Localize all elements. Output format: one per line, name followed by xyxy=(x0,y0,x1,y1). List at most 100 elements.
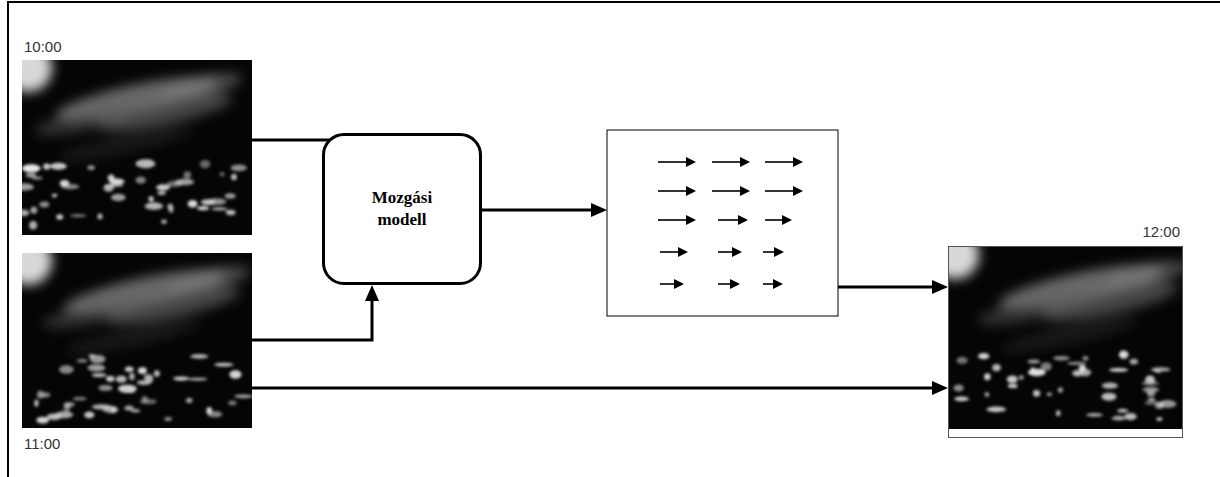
satellite-image: 12:00 xyxy=(948,246,1183,438)
cloud-speck xyxy=(118,385,137,393)
cloud-speck xyxy=(144,374,153,380)
satellite-ground xyxy=(22,60,252,235)
satellite-picture xyxy=(22,253,252,428)
cloud-speck xyxy=(135,159,155,168)
cloud-haze-band xyxy=(1103,255,1182,294)
cloud-speck xyxy=(1056,410,1061,416)
cloud-speck xyxy=(200,160,211,168)
flow-arrow xyxy=(482,209,597,212)
cloud-speck xyxy=(1144,400,1159,405)
cloud-speck xyxy=(229,370,241,378)
cloud-speck xyxy=(225,193,236,199)
motion-vector xyxy=(718,283,733,285)
cloud-speck xyxy=(190,354,208,359)
cloud-blob xyxy=(949,247,979,279)
cloud-speck xyxy=(1058,387,1063,393)
flow-connector xyxy=(252,295,372,340)
cloud-speck xyxy=(43,163,50,169)
cloud-speck xyxy=(231,164,247,171)
cloud-speck xyxy=(226,210,236,216)
cloud-speck xyxy=(214,363,233,367)
cloud-speck xyxy=(197,206,209,210)
cloud-speck xyxy=(148,196,153,201)
cloud-speck xyxy=(84,411,94,418)
cloud-speck xyxy=(59,365,74,373)
cloud-speck xyxy=(111,194,125,201)
cloud-speck xyxy=(212,207,228,210)
cloud-speck xyxy=(98,214,103,220)
flow-connector xyxy=(252,387,938,390)
cloud-speck xyxy=(208,411,222,417)
cloud-speck xyxy=(1007,375,1018,383)
cloud-speck xyxy=(1041,362,1052,371)
cloud-speck xyxy=(1019,375,1024,379)
cloud-speck xyxy=(1082,356,1088,361)
process-box: Mozgási modell xyxy=(322,133,482,285)
cloud-speck xyxy=(161,219,167,223)
satellite-image: 10:00 xyxy=(22,60,252,235)
cloud-speck xyxy=(1033,390,1040,397)
cloud-speck xyxy=(109,179,125,185)
motion-vector xyxy=(712,190,743,192)
outer-frame xyxy=(8,2,1220,477)
cloud-speck xyxy=(124,405,133,410)
cloud-speck xyxy=(985,392,990,397)
cloud-speck xyxy=(156,184,170,190)
cloud-speck xyxy=(1086,413,1103,416)
cloud-speck xyxy=(87,364,105,371)
cloud-specks xyxy=(953,351,1176,421)
cloud-speck xyxy=(129,373,135,381)
cloud-speck xyxy=(103,406,119,413)
cloud-speck xyxy=(26,173,36,178)
cloud-speck xyxy=(50,163,67,170)
cloud-speck xyxy=(1067,362,1087,365)
motion-vector xyxy=(718,219,741,221)
cloud-speck xyxy=(116,375,127,382)
cloud-speck xyxy=(73,397,87,401)
cloud-speck xyxy=(90,355,106,363)
cloud-speck xyxy=(164,417,172,421)
box-label: Mozgási modell xyxy=(352,187,452,231)
cloud-speck xyxy=(986,407,1006,413)
cloud-haze-band xyxy=(159,67,244,105)
motion-vector xyxy=(718,251,735,253)
cloud-speck xyxy=(34,400,38,407)
motion-vector xyxy=(765,161,796,163)
cloud-speck xyxy=(30,207,37,214)
cloud-speck xyxy=(104,185,114,192)
cloud-haze xyxy=(22,253,252,360)
cloud-speck xyxy=(1151,367,1171,371)
satellite-ground xyxy=(22,253,252,428)
cloud-speck xyxy=(145,202,163,210)
cloud-speck xyxy=(157,191,165,195)
cloud-speck xyxy=(87,165,95,170)
cloud-speck xyxy=(76,359,87,363)
motion-vector xyxy=(712,161,743,163)
cloud-speck xyxy=(1142,381,1160,385)
cloud-blob xyxy=(22,253,52,285)
cloud-speck xyxy=(61,184,79,189)
cloud-speck xyxy=(36,417,49,424)
cloud-speck xyxy=(1102,383,1118,389)
satellite-image: 11:00 xyxy=(22,253,252,428)
cloud-speck xyxy=(231,174,237,181)
motion-vector xyxy=(660,283,677,285)
cloud-speck xyxy=(39,201,49,207)
vector-field-panel xyxy=(607,130,838,316)
cloud-speck xyxy=(207,198,226,205)
motion-vector xyxy=(763,283,776,285)
vector-field xyxy=(658,162,796,284)
cloud-haze xyxy=(22,60,244,167)
cloud-speck xyxy=(55,411,73,418)
cloud-speck xyxy=(1156,417,1162,421)
cloud-speck xyxy=(1109,368,1128,372)
cloud-haze-band xyxy=(167,260,252,298)
cloud-speck xyxy=(1124,413,1136,420)
cloud-speck xyxy=(186,398,192,403)
cloud-speck xyxy=(136,177,146,184)
time-label: 12:00 xyxy=(1142,223,1180,241)
flow-arrow xyxy=(838,286,938,289)
cloud-speck xyxy=(64,402,75,407)
